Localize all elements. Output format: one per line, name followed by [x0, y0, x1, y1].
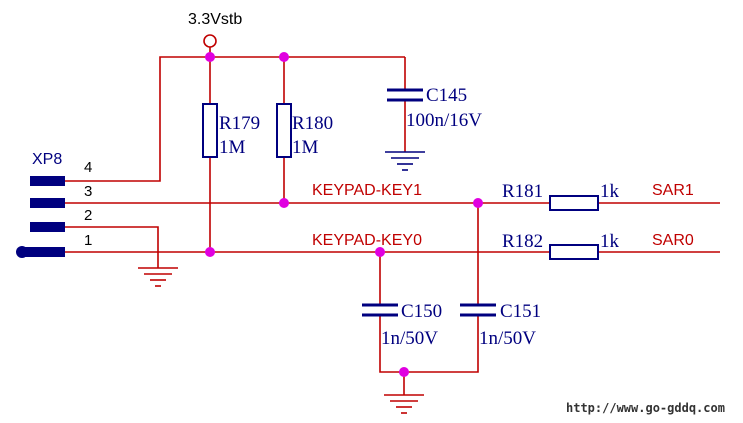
junction-dot [399, 367, 409, 377]
junction-dot [205, 247, 215, 257]
ground-symbol-connector [138, 267, 178, 287]
net-label-sar0: SAR0 [652, 232, 694, 249]
junction-dot [279, 198, 289, 208]
pin-number-1: 1 [84, 232, 92, 249]
resistor-r179-body [202, 103, 218, 158]
connector-pin-4 [30, 176, 65, 186]
junction-dot [205, 52, 215, 62]
connector-xp8: XP8 4 3 2 1 [16, 151, 92, 258]
power-symbol: 3.3Vstb [188, 11, 242, 48]
junction-dot [279, 52, 289, 62]
resistor-r180: R180 1M [276, 103, 333, 158]
wire-cap-bottom [379, 315, 479, 373]
pin-number-3: 3 [84, 183, 92, 200]
junction-dot [375, 247, 385, 257]
resistor-r179-ref: R179 [219, 113, 260, 134]
ground-symbol-c145 [385, 151, 425, 171]
net-label-key0: KEYPAD-KEY0 [312, 232, 422, 249]
junction-dot [473, 198, 483, 208]
net-label-sar1: SAR1 [652, 182, 694, 199]
resistor-r182-body [549, 244, 599, 260]
resistor-r181-value: 1k [600, 181, 620, 202]
capacitor-c145-ref: C145 [426, 85, 467, 106]
connector-pin-2 [30, 222, 65, 232]
capacitor-c150: C150 1n/50V [362, 301, 442, 349]
resistor-r182-value: 1k [600, 231, 620, 252]
connector-pin-1 [22, 247, 65, 257]
capacitor-c150-value: 1n/50V [381, 328, 438, 349]
pin-number-2: 2 [84, 207, 92, 224]
pin-number-4: 4 [84, 159, 92, 176]
capacitor-c145: C145 100n/16V [387, 85, 482, 131]
capacitor-c151-value: 1n/50V [479, 328, 536, 349]
power-port-circle [203, 34, 217, 48]
resistor-r179: R179 1M [202, 103, 260, 158]
junctions [205, 52, 483, 377]
capacitor-c150-ref: C150 [401, 301, 442, 322]
resistor-r179-value: 1M [219, 137, 246, 158]
capacitor-c151: C151 1n/50V [460, 301, 541, 349]
connector-ref: XP8 [32, 151, 62, 168]
resistor-r180-ref: R180 [292, 113, 333, 134]
resistor-r180-value: 1M [292, 137, 319, 158]
capacitor-c145-value: 100n/16V [406, 110, 482, 131]
power-label: 3.3Vstb [188, 11, 242, 28]
net-label-key1: KEYPAD-KEY1 [312, 182, 422, 199]
resistor-r181-body [549, 195, 599, 211]
resistor-r182: R182 1k [502, 231, 620, 260]
ground-symbol-caps [384, 394, 424, 414]
connector-pin1-marker [16, 246, 28, 258]
resistor-r181-ref: R181 [502, 181, 543, 202]
resistor-r182-ref: R182 [502, 231, 543, 252]
connector-pin-3 [30, 198, 65, 208]
wire-pin2-gnd [65, 226, 159, 268]
resistor-r181: R181 1k [502, 181, 620, 211]
watermark-url: http://www.go-gddq.com [566, 401, 725, 415]
capacitor-c151-ref: C151 [500, 301, 541, 322]
resistor-r180-body [276, 103, 292, 158]
wires [20, 47, 720, 395]
